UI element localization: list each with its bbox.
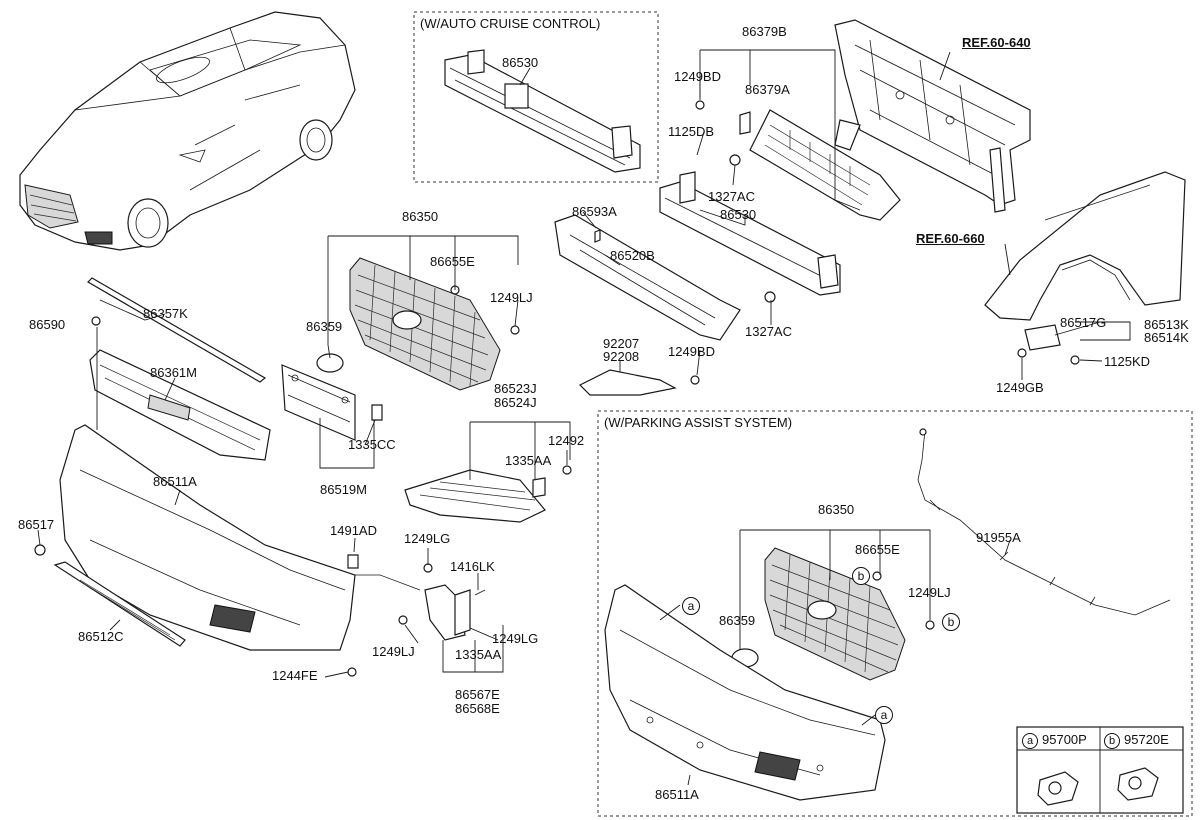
upper-cover: [89, 349, 271, 461]
pa-leader-lines: [659, 529, 1011, 786]
radiator-grille: [316, 257, 501, 391]
front-bumper-beam: [659, 171, 841, 296]
ref-60-660[interactable]: REF.60-660: [916, 231, 985, 246]
part-label-86568e[interactable]: 86568E: [455, 701, 500, 716]
part-label-86524j[interactable]: 86524J: [494, 395, 537, 410]
part-label-1249lj-low[interactable]: 1249LJ: [372, 644, 415, 659]
part-label-86361m[interactable]: 86361M: [150, 365, 197, 380]
part-label-86513k[interactable]: 86513K: [1144, 317, 1189, 332]
part-label-12492[interactable]: 12492: [548, 433, 585, 448]
pa-part-label-1249lj[interactable]: 1249LJ: [908, 585, 951, 600]
part-label-86379a[interactable]: 86379A: [745, 82, 790, 97]
part-label-86590[interactable]: 86590: [29, 317, 66, 332]
part-label-1249lg-low[interactable]: 1249LG: [492, 631, 539, 646]
legend-part-b[interactable]: 95720E: [1124, 732, 1169, 747]
lower-lip-trim: [53, 561, 186, 647]
part-label-86350[interactable]: 86350: [402, 209, 439, 224]
bumper-absorber: [554, 214, 741, 341]
box-title-auto-cruise: (W/AUTO CRUISE CONTROL): [420, 16, 601, 31]
pa-sensor-harness: [917, 428, 1171, 616]
part-label-1249gb[interactable]: 1249GB: [996, 380, 1044, 395]
bumper-side-bracket: [398, 563, 486, 641]
part-label-1125db[interactable]: 1125DB: [668, 124, 715, 139]
part-label-1335aa-low[interactable]: 1335AA: [455, 647, 502, 662]
leader-lines: [37, 49, 1131, 678]
part-label-1125kd[interactable]: 1125KD: [1104, 354, 1151, 369]
part-label-86520b[interactable]: 86520B: [610, 248, 655, 263]
part-label-92207[interactable]: 92207: [603, 336, 640, 351]
part-label-1327ac-top[interactable]: 1327AC: [708, 189, 755, 204]
part-label-1327ac-low[interactable]: 1327AC: [745, 324, 792, 339]
box-title-parking-assist: (W/PARKING ASSIST SYSTEM): [604, 415, 793, 430]
callout-b-lower[interactable]: b: [942, 613, 960, 631]
pa-part-label-86359[interactable]: 86359: [719, 613, 756, 628]
legend-entry-a: a 95700P: [1022, 732, 1087, 749]
part-label-86517[interactable]: 86517: [18, 517, 55, 532]
part-label-86655e[interactable]: 86655E: [430, 254, 475, 269]
molding-strip: [87, 277, 267, 383]
part-label-86519m[interactable]: 86519M: [320, 482, 367, 497]
part-label-86514k[interactable]: 86514K: [1144, 330, 1189, 345]
front-bumper-cover: [34, 424, 356, 651]
part-label-1416lk[interactable]: 1416LK: [450, 559, 495, 574]
part-label-86523j[interactable]: 86523J: [494, 381, 537, 396]
legend-entry-b: b 95720E: [1104, 732, 1169, 749]
part-label-86359[interactable]: 86359: [306, 319, 343, 334]
foglamp-cover: [404, 465, 572, 523]
legend-sensor-a: [1037, 771, 1079, 806]
radiator-support-frame: [834, 19, 1031, 213]
legend-sensor-b: [1117, 767, 1159, 801]
callout-a-upper[interactable]: a: [682, 597, 700, 615]
part-label-1249bd-low[interactable]: 1249BD: [668, 344, 715, 359]
bumper-reflector: [578, 369, 677, 396]
pa-part-label-86350[interactable]: 86350: [818, 502, 855, 517]
pa-part-label-86511a: 86511A: [655, 787, 699, 802]
legend-part-a[interactable]: 95700P: [1042, 732, 1087, 747]
pa-radiator-grille: [731, 547, 935, 681]
acc-reinforcement: [444, 49, 641, 173]
part-label-1244fe[interactable]: 1244FE: [272, 668, 318, 683]
part-label-86379b[interactable]: 86379B: [742, 24, 787, 39]
part-label-86511a[interactable]: 86511A: [153, 474, 197, 489]
part-label-86530-main[interactable]: 86530: [720, 207, 757, 222]
part-label-92208[interactable]: 92208: [603, 349, 640, 364]
part-label-1249lg-top[interactable]: 1249LG: [404, 531, 451, 546]
pa-part-label-86655e[interactable]: 86655E: [855, 542, 900, 557]
car-overview-illustration: [19, 11, 356, 251]
part-label-1335cc[interactable]: 1335CC: [348, 437, 396, 452]
ref-60-640[interactable]: REF.60-640: [962, 35, 1031, 50]
license-plate-bracket: [281, 364, 383, 441]
part-label-86517g[interactable]: 86517G: [1060, 315, 1107, 330]
part-label-86530-acc[interactable]: 86530: [502, 55, 539, 70]
part-label-86357k[interactable]: 86357K: [143, 306, 188, 321]
part-label-1249lj-top[interactable]: 1249LJ: [490, 290, 533, 305]
pa-front-bumper-cover: [604, 584, 886, 801]
part-label-1491ad[interactable]: 1491AD: [330, 523, 377, 538]
legend-letter-a: a: [1022, 733, 1038, 749]
upper-reinforcement-bracket: [729, 109, 901, 221]
part-label-86567e[interactable]: 86567E: [455, 687, 500, 702]
part-label-1335aa-top[interactable]: 1335AA: [505, 453, 552, 468]
part-label-86512c[interactable]: 86512C: [78, 629, 124, 644]
part-label-1249bd-top[interactable]: 1249BD: [674, 69, 721, 84]
pa-part-label-91955a[interactable]: 91955A: [976, 530, 1021, 545]
callout-b-upper[interactable]: b: [852, 567, 870, 585]
part-label-86593a[interactable]: 86593A: [572, 204, 617, 219]
legend-letter-b: b: [1104, 733, 1120, 749]
front-fender: [984, 171, 1186, 351]
callout-a-lower[interactable]: a: [875, 706, 893, 724]
